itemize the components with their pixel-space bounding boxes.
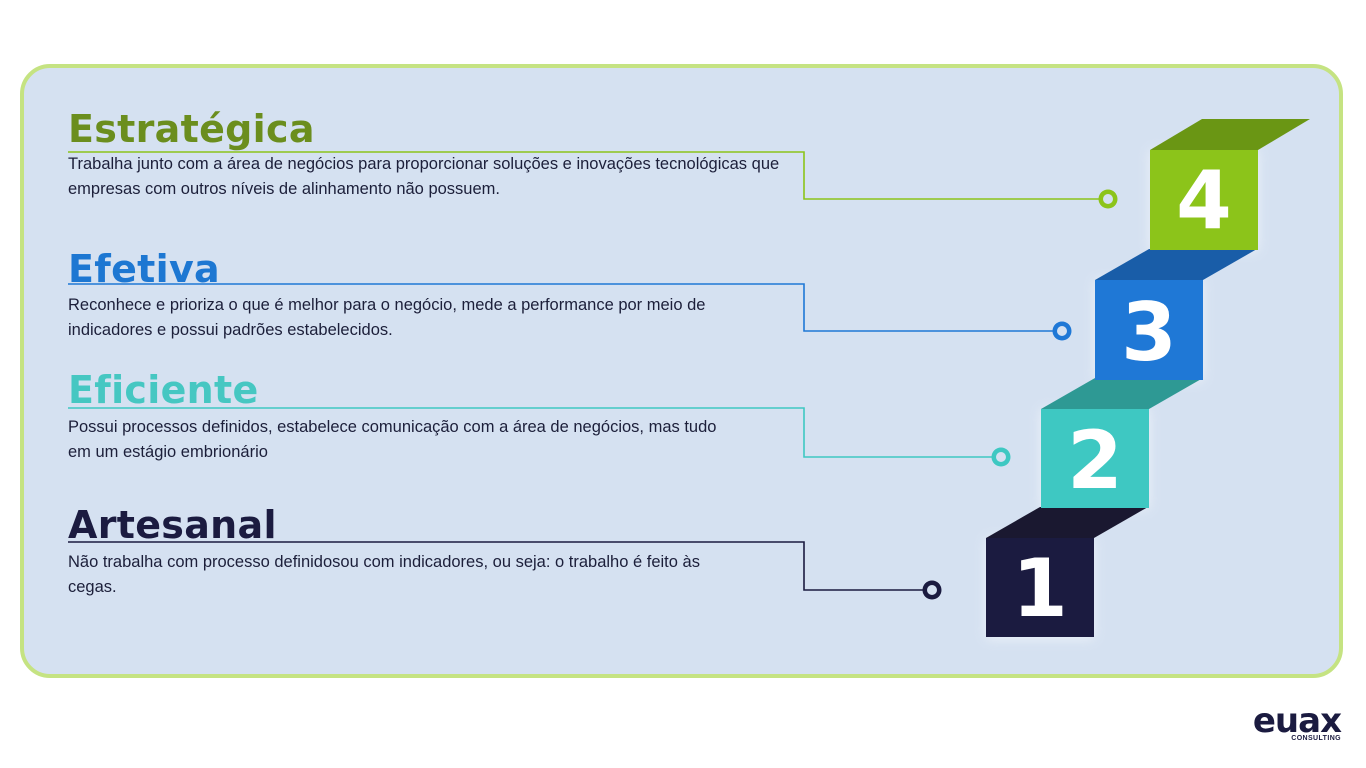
step-3-number: 3 — [1121, 286, 1177, 379]
level-1-block: Artesanal Não trabalha com processo defi… — [68, 506, 708, 600]
level-3-description: Reconhece e prioriza o que é melhor para… — [68, 296, 706, 339]
step-2: 2 — [1041, 378, 1203, 508]
level-1-title: Artesanal — [68, 503, 277, 547]
step-3: 3 — [1095, 249, 1257, 380]
step-1-top — [986, 507, 1148, 538]
level-2-description: Possui processos definidos, estabelece c… — [68, 418, 717, 461]
level-2-title: Eficiente — [68, 368, 259, 412]
level-4-connector-line — [68, 151, 1100, 200]
level-2-block: Eficiente Possui processos definidos, es… — [68, 371, 728, 465]
step-1: 1 — [986, 507, 1148, 637]
step-2-face — [1041, 409, 1149, 508]
step-4-top — [1150, 119, 1310, 150]
step-2-number: 2 — [1067, 414, 1123, 507]
level-3-block: Efetiva Reconhece e prioriza o que é mel… — [68, 250, 768, 343]
euax-logo: euax CONSULTING — [1223, 701, 1342, 742]
level-4-title: Estratégica — [68, 107, 315, 151]
level-3-connector-line — [68, 283, 1054, 332]
level-4-block: Estratégica Trabalha junto com a área de… — [68, 110, 798, 202]
level-4-connector-dot — [1098, 189, 1118, 209]
level-1-connector-dot — [922, 580, 942, 600]
level-1-connector-line — [68, 541, 924, 591]
step-3-top — [1095, 249, 1257, 280]
step-1-number: 1 — [1012, 542, 1068, 635]
step-1-face — [986, 538, 1094, 637]
step-3-face — [1095, 280, 1203, 380]
logo-subtitle: CONSULTING — [1291, 735, 1341, 742]
level-2-connector-line — [68, 407, 993, 458]
step-4: 4 — [1150, 119, 1310, 250]
step-4-face — [1150, 150, 1258, 250]
step-4-number: 4 — [1176, 154, 1232, 247]
logo-wordmark: euax — [1252, 701, 1342, 741]
level-3-title: Efetiva — [68, 247, 220, 291]
level-1-description: Não trabalha com processo definidosou co… — [68, 553, 700, 596]
level-4-description: Trabalha junto com a área de negócios pa… — [68, 155, 780, 198]
level-3-connector-dot — [1052, 321, 1072, 341]
level-2-connector-dot — [991, 447, 1011, 467]
step-2-top — [1041, 378, 1203, 409]
